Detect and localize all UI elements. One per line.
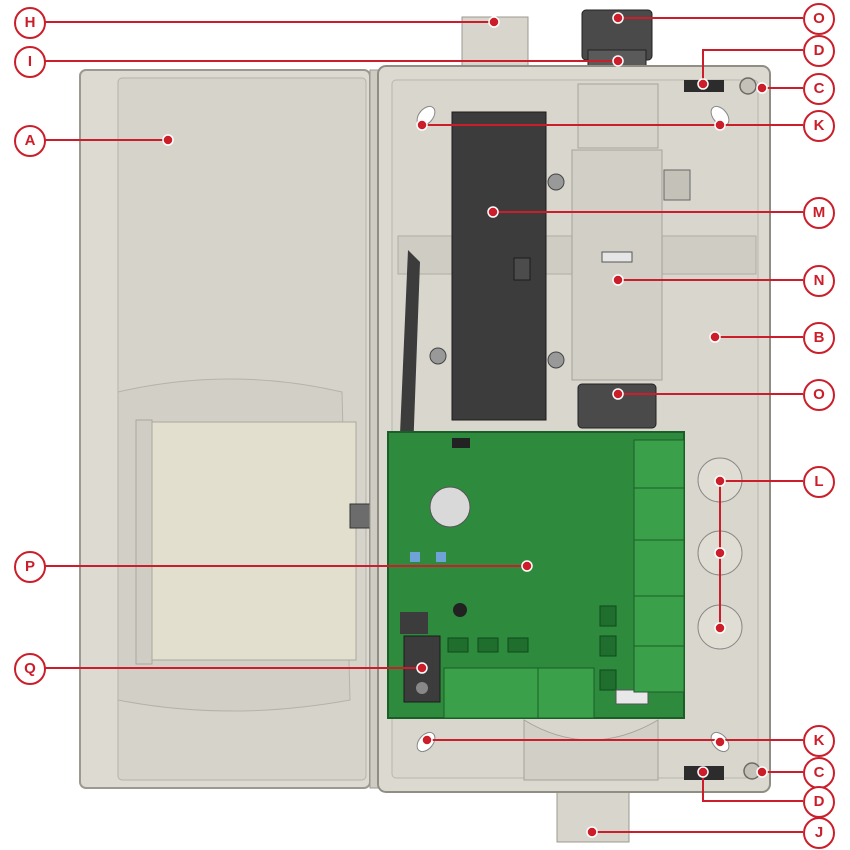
callout-B: B	[803, 322, 835, 354]
callout-K-top: K	[803, 110, 835, 142]
power-module	[571, 149, 663, 381]
callout-M: M	[803, 197, 835, 229]
callout-H: H	[14, 7, 46, 39]
callout-L: L	[803, 466, 835, 498]
callout-C-bottom: C	[803, 757, 835, 789]
callout-A: A	[14, 125, 46, 157]
callout-N: N	[803, 265, 835, 297]
callout-J: J	[803, 817, 835, 849]
callout-Q: Q	[14, 653, 46, 685]
callout-D-bottom: D	[803, 786, 835, 818]
terminal-block-bottom	[443, 667, 595, 719]
callout-D-top: D	[803, 35, 835, 67]
callout-I: I	[14, 46, 46, 78]
terminal-block-right	[633, 439, 685, 693]
callout-K-bottom: K	[803, 725, 835, 757]
battery-pack	[451, 111, 547, 421]
callout-O-mid: O	[803, 379, 835, 411]
callout-P: P	[14, 551, 46, 583]
corner-screw-top	[739, 77, 757, 95]
coin-battery	[429, 486, 471, 528]
callout-C-top: C	[803, 73, 835, 105]
callout-O-top: O	[803, 3, 835, 35]
door-label-plate	[151, 421, 357, 661]
